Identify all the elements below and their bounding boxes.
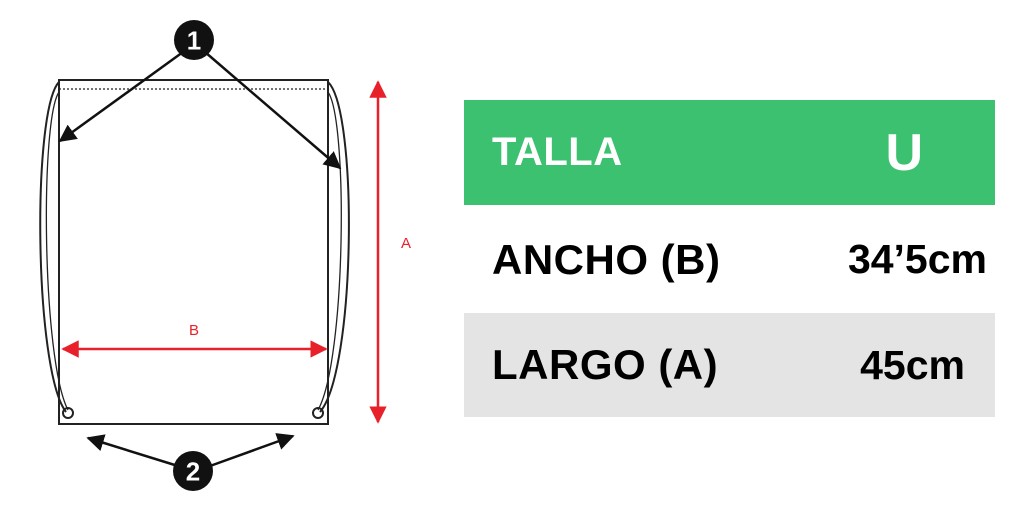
table-row-width: ANCHO (B) 34’5cm (464, 208, 995, 311)
bag-outline (39, 79, 350, 425)
header-size-label: TALLA (492, 130, 623, 174)
callout-2-number: 2 (186, 457, 200, 487)
table-row-length: LARGO (A) 45cm (464, 313, 995, 417)
right-drawstring-inner (317, 91, 342, 411)
callout-1-arrow-left (58, 50, 184, 143)
callout-1-number: 1 (187, 26, 201, 56)
table-header-row: TALLA U (464, 100, 995, 205)
left-drawstring-outer (39, 81, 67, 413)
header-size-value: U (885, 123, 923, 182)
left-eyelet (62, 407, 74, 419)
left-drawstring-inner (45, 91, 69, 411)
dimension-a-label: A (401, 235, 411, 252)
callout-2: 2 (86, 433, 295, 491)
width-value: 34’5cm (847, 236, 987, 282)
callout-1-badge (174, 20, 214, 60)
callout-2-badge (173, 451, 213, 491)
bag-body (58, 79, 329, 425)
dimension-a: A (369, 80, 411, 424)
right-eyelet (312, 407, 324, 419)
callout-1: 1 (58, 20, 342, 170)
callout-1-arrow-right (204, 51, 342, 170)
length-label: LARGO (A) (492, 341, 719, 388)
size-table: TALLA U ANCHO (B) 34’5cm LARGO (A) 45cm (464, 100, 995, 417)
callout-2-arrow-right (209, 433, 295, 468)
right-drawstring-outer (319, 81, 350, 413)
dimension-b: B (61, 322, 328, 358)
callout-2-arrow-left (86, 434, 179, 468)
width-label: ANCHO (B) (492, 235, 721, 283)
dimension-b-label: B (189, 322, 199, 339)
length-value: 45cm (860, 341, 965, 388)
bag-diagram: 1 2 A B (39, 20, 411, 491)
